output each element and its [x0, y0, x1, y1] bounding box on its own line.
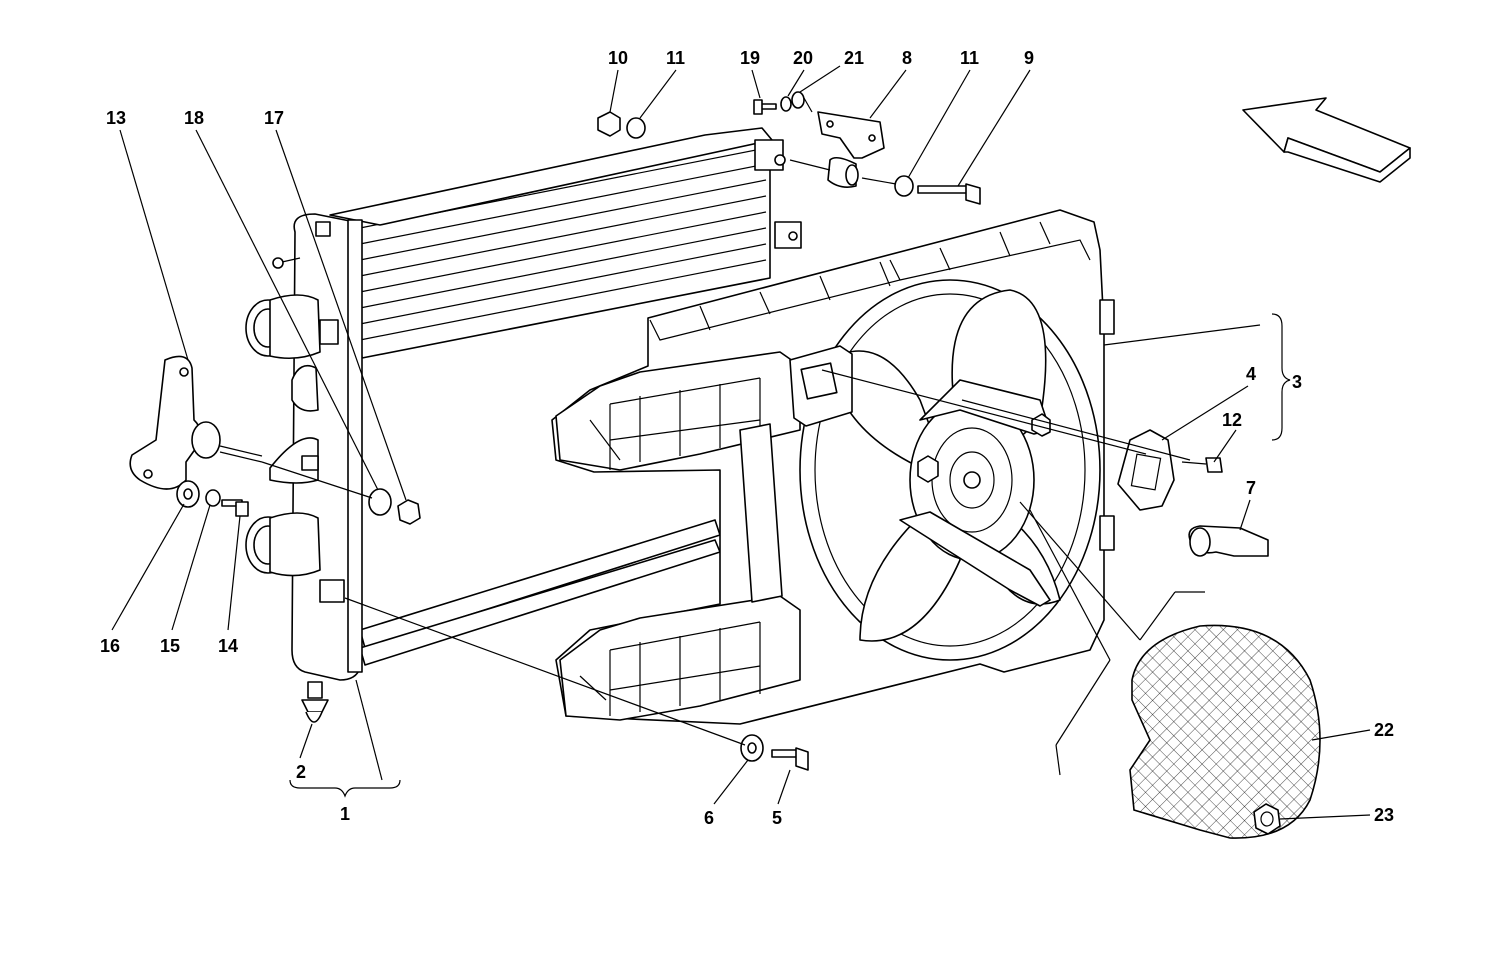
label-2: 2	[296, 762, 306, 782]
fan-shroud	[551, 209, 1115, 725]
label-5: 5	[772, 808, 782, 828]
label-13: 13	[106, 108, 126, 128]
label-22: 22	[1374, 720, 1394, 740]
top-mounting-hardware	[597, 91, 981, 205]
assembly-lines	[344, 324, 1261, 776]
mounting-bracket	[129, 355, 421, 525]
label-23: 23	[1374, 805, 1394, 825]
callout-braces	[289, 313, 1291, 798]
label-14: 14	[218, 636, 238, 656]
label-8: 8	[902, 48, 912, 68]
label-9: 9	[1024, 48, 1034, 68]
radiator-assembly	[245, 127, 802, 723]
label-4: 4	[1246, 364, 1256, 384]
label-7: 7	[1246, 478, 1256, 498]
fan-guard-cover	[1129, 624, 1321, 839]
callout-labels: 10 11 19 20 21 8 11 9 13 18 17 4 3 12 7 …	[100, 48, 1394, 828]
label-3: 3	[1292, 372, 1302, 392]
label-11-top: 11	[666, 48, 685, 68]
label-15: 15	[160, 636, 180, 656]
label-12: 12	[1222, 410, 1242, 430]
label-1: 1	[340, 804, 350, 824]
direction-arrow-icon	[1242, 97, 1411, 183]
label-21: 21	[844, 48, 864, 68]
label-6: 6	[704, 808, 714, 828]
bottom-fasteners	[740, 734, 809, 771]
label-20: 20	[793, 48, 813, 68]
label-11-right: 11	[960, 48, 979, 68]
label-17: 17	[264, 108, 284, 128]
label-10: 10	[608, 48, 628, 68]
label-16: 16	[100, 636, 120, 656]
callout-leaders	[111, 65, 1371, 820]
label-19: 19	[740, 48, 760, 68]
label-18: 18	[184, 108, 204, 128]
resistor-and-connector	[1117, 429, 1269, 557]
